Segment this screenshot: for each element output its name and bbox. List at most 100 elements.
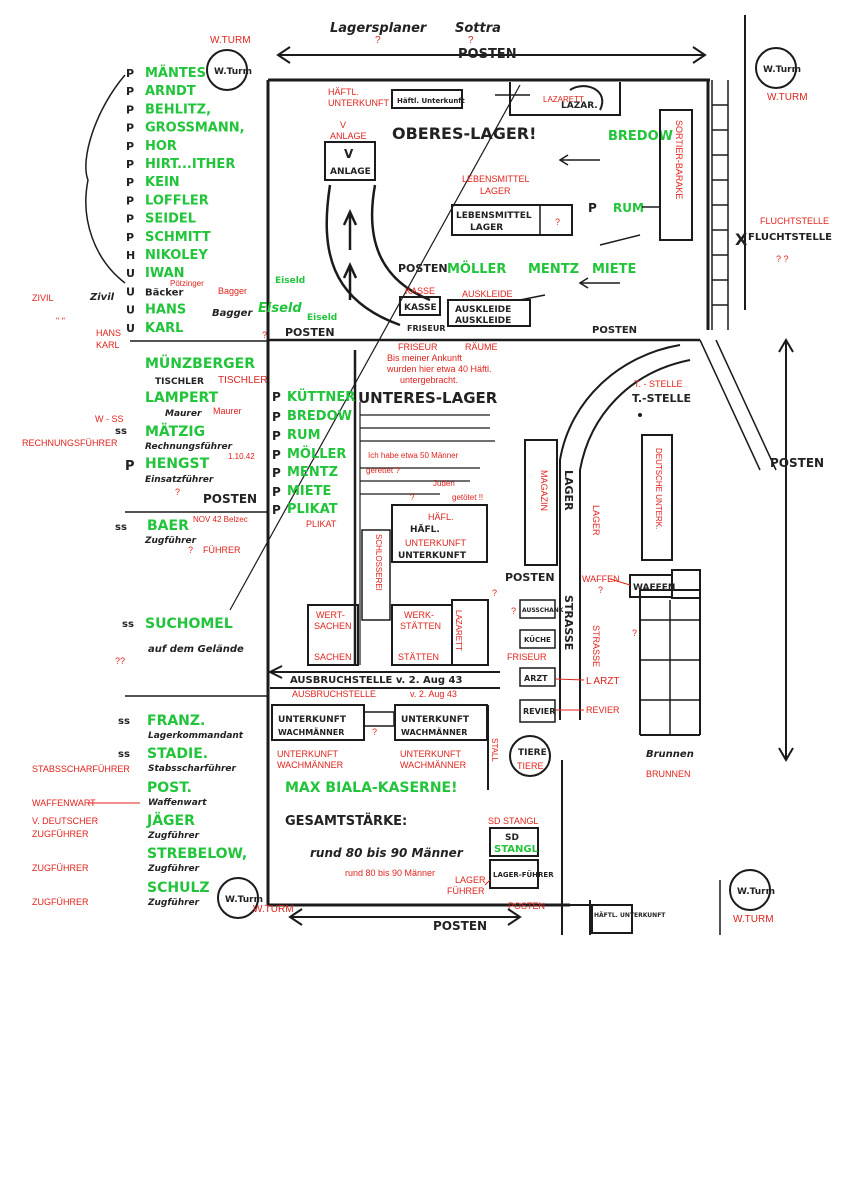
left-bracket — [85, 74, 126, 284]
name-entry: NIKOLEY — [145, 248, 208, 263]
svg-text:KASSE: KASSE — [404, 303, 437, 313]
ausbruch-hand: AUSBRUCHSTELLE v. 2. Aug 43 — [290, 675, 462, 686]
wachmaenner-box-1: UNTERKUNFT WACHMÄNNER — [271, 704, 365, 741]
kaserne-name: MAX BIALA-KASERNE! — [285, 780, 458, 796]
muenzberger-name: MÜNZBERGER — [145, 354, 255, 372]
name-prefix: U — [126, 322, 135, 335]
strasse-label: STRASSE — [591, 625, 601, 667]
stadie-prefix: ss — [118, 749, 130, 760]
bagger-label: Bagger — [218, 286, 247, 296]
eiseld-label-1: Eiseld — [275, 276, 305, 286]
name-entry: KEIN — [145, 175, 180, 190]
svg-text:?: ? — [410, 493, 415, 502]
tischler-label: TISCHLER — [218, 375, 267, 386]
svg-text:V: V — [344, 147, 354, 161]
svg-text:LAGER-FÜHRER: LAGER-FÜHRER — [493, 870, 554, 879]
arzt-box-text: ARZT — [524, 674, 548, 683]
post-name: POST. — [147, 780, 192, 796]
hengst-date: 1.10.42 — [228, 452, 255, 461]
haefl-unterkunft-box: HÄFL. UNTERKUNFT — [391, 504, 488, 563]
name-prefix: P — [126, 103, 134, 116]
jaeger-sub: Zugführer — [147, 831, 200, 841]
bottom-posten-arrow — [288, 908, 522, 926]
left-posten-label: POSTEN — [203, 492, 257, 506]
svg-text:MAGAZIN: MAGAZIN — [539, 470, 549, 511]
waffen-label: WAFFEN — [582, 574, 620, 584]
lager-box-label: LAGER — [562, 470, 575, 511]
svg-text:STÄTTEN: STÄTTEN — [400, 621, 441, 631]
wachmaenner-box-2: UNTERKUNFT WACHMÄNNER — [394, 704, 488, 741]
miete-name-upper: MIETE — [592, 262, 636, 277]
fluchtstelle-label: FLUCHTSTELLE — [760, 216, 829, 226]
gesamtstaerke-red: rund 80 bis 90 Männer — [345, 868, 435, 878]
svg-text:DEUTSCHE UNTERK.: DEUTSCHE UNTERK. — [654, 448, 663, 529]
name-entry: HIRT...ITHER — [145, 157, 235, 172]
brunnen-label: BRUNNEN — [646, 769, 691, 779]
fuehrer-hand: Zugführer — [144, 536, 197, 546]
name-entry: Bäcker — [145, 287, 183, 298]
svg-text:P: P — [272, 466, 281, 480]
miete-name: MIETE — [287, 484, 331, 499]
svg-text:P: P — [272, 485, 281, 499]
svg-text:P: P — [272, 390, 281, 404]
lager-strasse — [559, 344, 691, 720]
lower-right-question: ? — [632, 628, 637, 638]
lower-question-1: ? — [492, 588, 497, 598]
bottom-posten-label: POSTEN — [433, 919, 487, 933]
jaeger-name: JÄGER — [146, 812, 195, 829]
tischler-hand: TISCHLER — [155, 377, 204, 387]
gesamtstaerke-label: GESAMTSTÄRKE: — [285, 813, 407, 829]
brunnen-hand: Brunnen — [646, 749, 694, 760]
schulz-sub: Zugführer — [147, 898, 200, 908]
moeller-name-upper: MÖLLER — [447, 261, 506, 277]
svg-text:AUSKLEIDE: AUSKLEIDE — [455, 316, 511, 326]
tiere-circle: TIERE TIERE — [509, 735, 551, 777]
bagger-hand: Bagger — [212, 308, 253, 319]
right-posten-label: POSTEN — [770, 456, 824, 470]
waffen-question: ? — [598, 585, 603, 595]
header-question: ? — [375, 35, 381, 46]
svg-text:UNTERKUNFT: UNTERKUNFT — [398, 551, 467, 561]
name-entry: IWAN — [145, 266, 185, 281]
mentz-name: MENTZ — [287, 465, 338, 480]
name-entry: MÄNTES — [145, 65, 206, 81]
right-posten-arrow — [744, 15, 794, 762]
upper-camp-title: OBERES-LAGER! — [392, 124, 536, 143]
stangl-box: SD STANGL — [489, 827, 539, 857]
name-entry: HANS — [145, 303, 186, 318]
zugfuehrer-label-3: ZUGFÜHRER — [32, 897, 89, 907]
stall-label: STALL — [490, 738, 499, 762]
kueche-hand: KÜCHE — [524, 635, 551, 644]
middle-question: ? — [372, 727, 377, 737]
deutsche-unterkunft-box: DEUTSCHE UNTERK. — [641, 434, 673, 561]
stadie-name: STADIE. — [147, 746, 208, 762]
schlosserei-box: SCHLOSSEREI — [361, 529, 391, 621]
t-stelle-dot — [638, 413, 642, 417]
svg-text:WERK-: WERK- — [404, 610, 434, 620]
karl-label: KARL — [96, 340, 120, 350]
revier-box-text: REVIER — [523, 707, 555, 716]
posten-left-road: POSTEN — [285, 326, 335, 339]
svg-text:untergebracht.: untergebracht. — [400, 375, 458, 385]
svg-text:AUSKLEIDE: AUSKLEIDE — [455, 305, 511, 315]
haeftl-unterkunft-box: Häftl. Unterkunft — [391, 89, 465, 109]
poetzinger-label: Pötzinger — [170, 279, 204, 288]
name-prefix: P — [126, 67, 134, 80]
svg-text:ANLAGE: ANLAGE — [330, 167, 371, 177]
eiseld-label-2: Eiseld — [307, 313, 337, 323]
suchomel-prefix: ss — [122, 619, 134, 630]
fluchtstelle-mark: X — [735, 230, 748, 249]
lebensmittel-box: LEBENSMITTEL LAGER — [451, 204, 573, 236]
svg-text:Häftl. Unterkunft: Häftl. Unterkunft — [397, 97, 465, 105]
v-anlage-box: V ANLAGE — [324, 141, 376, 181]
friseur-lower-label: FRISEUR — [507, 652, 547, 662]
fluchtstelle-hand: FLUCHTSTELLE — [748, 232, 832, 243]
arzt-leader — [555, 678, 585, 681]
watchtower-tl-label: W.TURM — [210, 35, 251, 46]
t-stelle-label: T. - STELLE — [634, 379, 683, 389]
top-posten-label: POSTEN — [458, 47, 517, 62]
v-anlage-label-2: ANLAGE — [330, 131, 367, 141]
svg-text:SD: SD — [505, 833, 519, 843]
